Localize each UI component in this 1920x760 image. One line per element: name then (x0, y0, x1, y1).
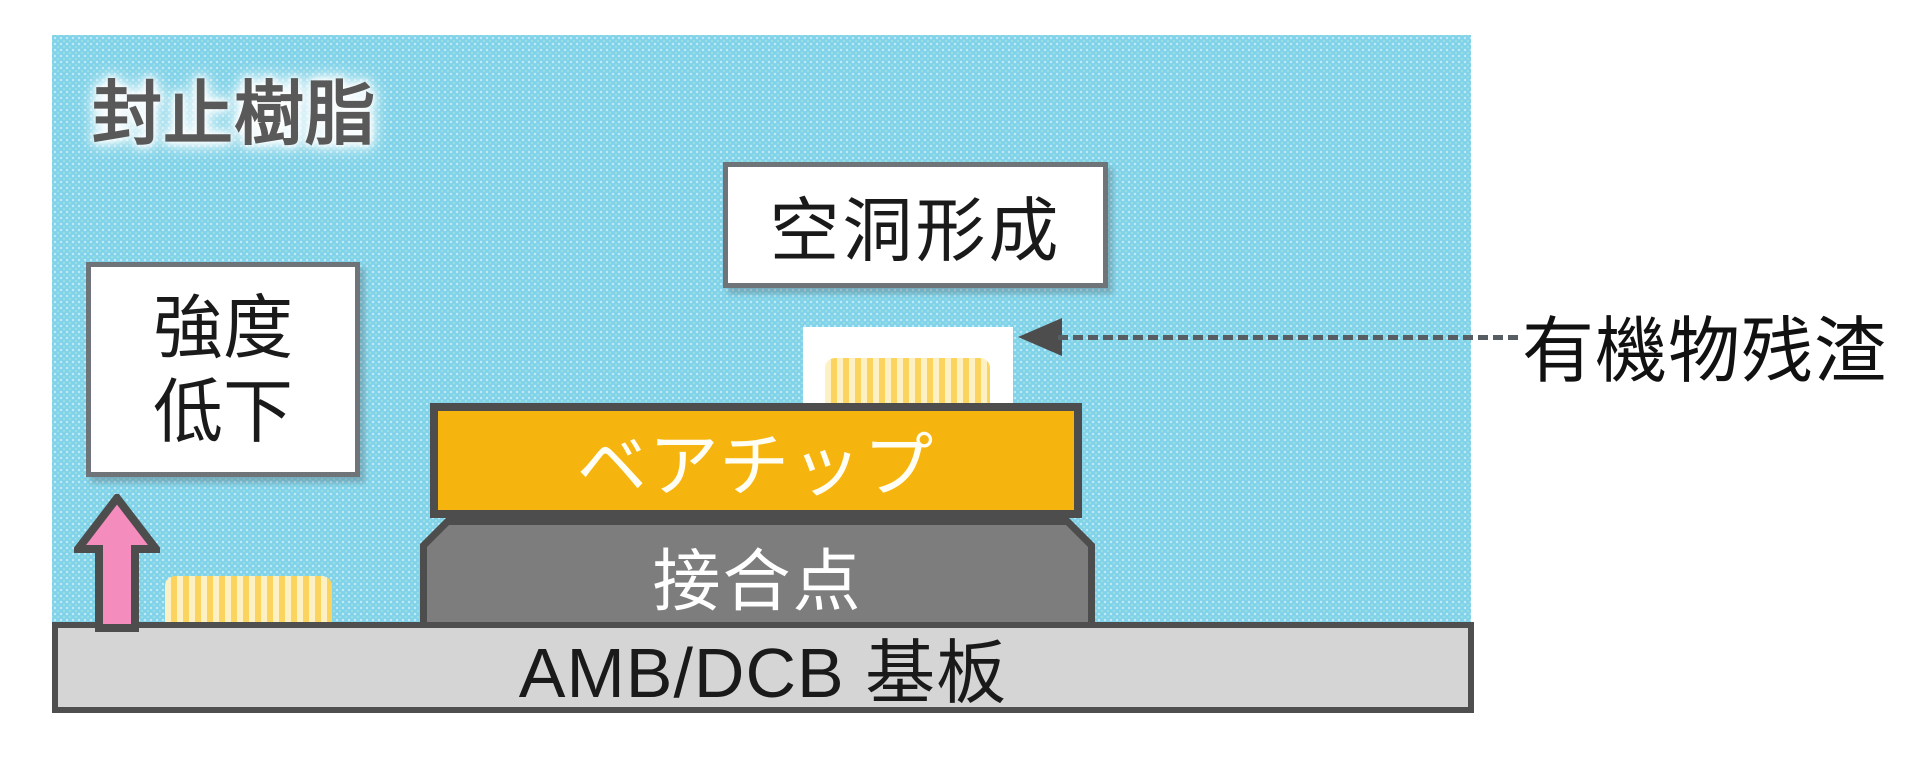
bonding-joint-label: 接合点 (652, 544, 863, 620)
organic-residue-block-on-substrate (165, 576, 332, 626)
strength-decrease-callout: 強度 低下 (86, 262, 360, 477)
void-formation-callout: 空洞形成 (723, 162, 1108, 288)
bare-chip-label: ベアチップ (576, 427, 936, 505)
strength-decrease-line2: 低下 (153, 372, 293, 451)
substrate-label: AMB/DCB 基板 (518, 634, 1008, 712)
organic-residue-label: 有機物残渣 (1522, 312, 1888, 392)
encapsulation-resin-region (52, 35, 1471, 627)
up-arrow-icon (74, 494, 160, 632)
bonding-joint-fill: 接合点 (427, 525, 1088, 630)
dashed-pointer-line (1058, 335, 1518, 340)
substrate-block: AMB/DCB 基板 (52, 622, 1474, 713)
void-formation-label: 空洞形成 (769, 191, 1062, 270)
left-arrowhead-icon (1018, 318, 1062, 356)
bonding-joint-block: 接合点 (420, 518, 1095, 630)
strength-decrease-line1: 強度 (153, 288, 293, 367)
resin-label: 封止樹脂 (92, 75, 376, 153)
bare-chip-block: ベアチップ (430, 403, 1082, 518)
